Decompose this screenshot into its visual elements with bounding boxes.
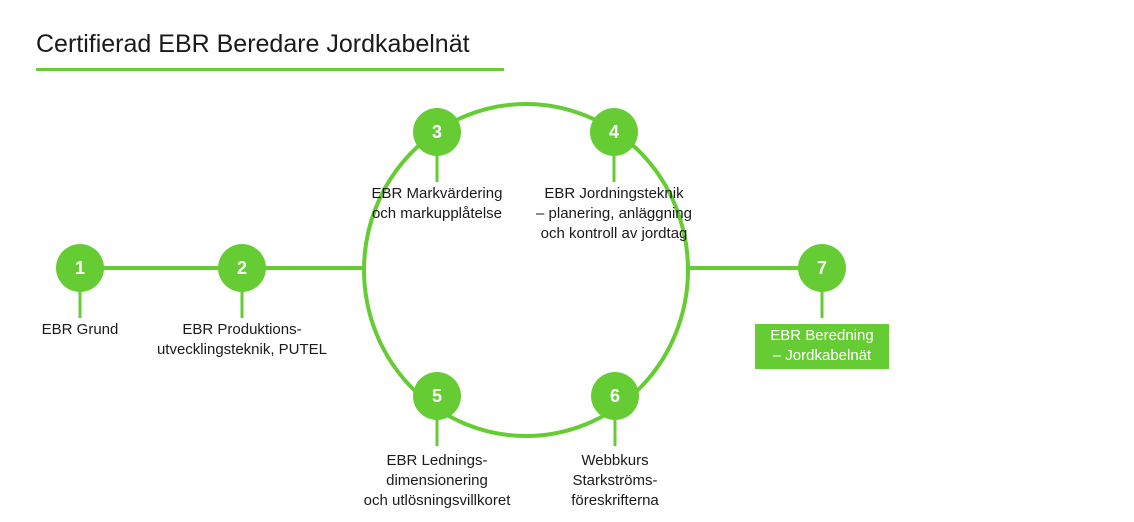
- step-node-7: 7: [798, 244, 846, 292]
- step-label-1: EBR Grund: [41, 321, 119, 338]
- step-number-2: 2: [237, 258, 247, 278]
- page-title: Certifierad EBR Beredare Jordkabelnät: [36, 30, 470, 58]
- step-label-2: EBR Produktions- utvecklingsteknik, PUTE…: [156, 321, 328, 358]
- course-loop: [362, 102, 690, 438]
- step-number-7: 7: [817, 258, 827, 278]
- step-number-6: 6: [610, 386, 620, 406]
- step-node-5: 5: [413, 372, 461, 420]
- step-number-4: 4: [609, 122, 619, 142]
- step-label-4: EBR Jordningsteknik – planering, anläggn…: [536, 185, 692, 242]
- step-number-1: 1: [75, 258, 85, 278]
- step-node-4: 4: [590, 108, 638, 156]
- step-number-5: 5: [432, 386, 442, 406]
- title-underline: [36, 68, 504, 71]
- step-node-1: 1: [56, 244, 104, 292]
- step-node-6: 6: [591, 372, 639, 420]
- step-label-3: EBR Markvärdering och markupplåtelse: [371, 185, 503, 222]
- step-label-7-badge: EBR Beredning – Jordkabelnät: [755, 324, 889, 369]
- step-label-6: Webbkurs Starkströms- föreskrifterna: [571, 452, 659, 509]
- step-node-3: 3: [413, 108, 461, 156]
- step-label-5: EBR Lednings- dimensionering och utlösni…: [363, 452, 511, 509]
- step-node-2: 2: [218, 244, 266, 292]
- step-number-3: 3: [432, 122, 442, 142]
